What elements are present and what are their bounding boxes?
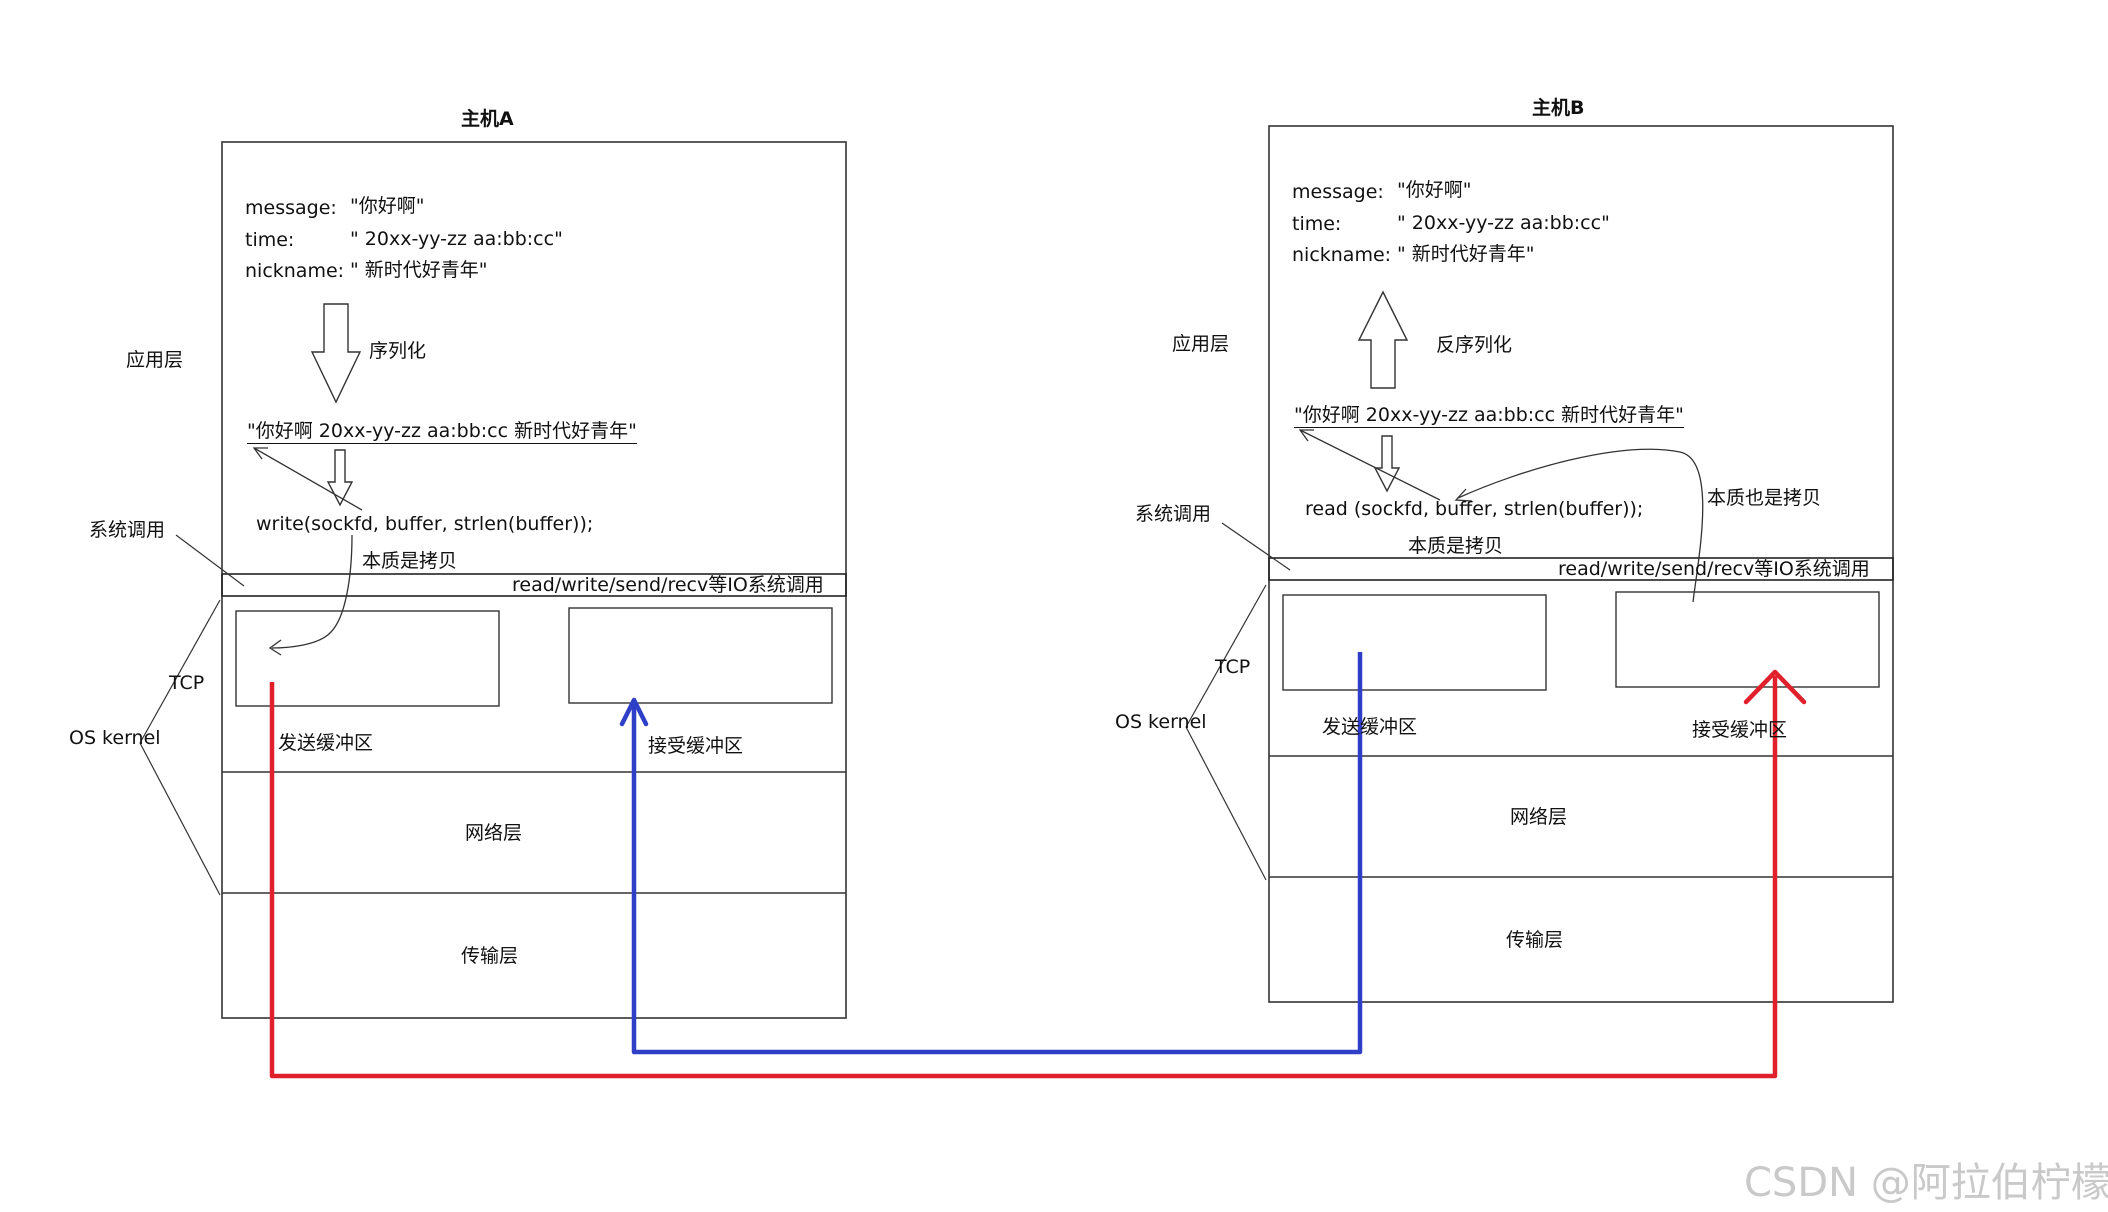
- host-a-kernel-bracket-top: [139, 599, 221, 744]
- host-a-message-value: "你好啊": [350, 195, 425, 217]
- host-a-send-buffer-box: [235, 610, 500, 707]
- host-a-recv-buffer-box: [568, 607, 833, 704]
- host-b-time-value: " 20xx-yy-zz aa:bb:cc": [1397, 212, 1610, 234]
- host-a-message-key: message:: [245, 197, 337, 219]
- host-b-transport-layer: 传输层: [1506, 929, 1564, 951]
- host-a-side-os-kernel: OS kernel: [69, 727, 161, 749]
- host-b-deserialize-arrow: [1357, 290, 1409, 389]
- flow-path-b-to-a: [631, 652, 1363, 1055]
- host-a-title: 主机A: [461, 108, 514, 130]
- flow-path-b-to-a-arrowhead: [619, 697, 649, 727]
- host-a-write-call: write(sockfd, buffer, strlen(buffer));: [256, 513, 594, 535]
- host-a-side-tcp: TCP: [169, 672, 205, 694]
- host-a-kernel-bracket-bottom: [139, 742, 221, 896]
- host-b-syscall-bar-label: read/write/send/recv等IO系统调用: [1558, 558, 1870, 580]
- host-a-small-down-arrow: [326, 449, 354, 507]
- host-b-syscall-pointer: [1221, 522, 1291, 571]
- host-a-recv-buffer-label: 接受缓冲区: [648, 735, 744, 757]
- host-a-copy-note: 本质是拷贝: [362, 550, 458, 572]
- host-a-nickname-key: nickname:: [245, 260, 345, 282]
- host-b-side-syscall: 系统调用: [1135, 503, 1212, 525]
- host-a-syscall-pointer: [175, 534, 245, 587]
- host-b-read-call: read (sockfd, buffer, strlen(buffer));: [1305, 498, 1644, 520]
- host-b-time-key: time:: [1292, 213, 1342, 235]
- host-a-serialize-label: 序列化: [369, 340, 427, 362]
- host-b-read-diagonal: [1299, 429, 1441, 501]
- host-a-copy-curve-head: [268, 639, 282, 656]
- host-b-recv-buffer-label: 接受缓冲区: [1692, 719, 1788, 741]
- host-a-copy-curve: [271, 534, 353, 649]
- host-b-nickname-key: nickname:: [1292, 244, 1392, 266]
- host-b-syscall-bar: [1268, 557, 1894, 581]
- host-b-recv-buffer-box: [1615, 591, 1880, 688]
- host-a-nickname-value: " 新时代好青年": [350, 259, 488, 281]
- flow-path-a-to-b-arrowhead: [1743, 669, 1807, 705]
- host-b-title: 主机B: [1532, 97, 1585, 119]
- host-a-side-syscall: 系统调用: [89, 519, 166, 541]
- host-b-copy-curve-head: [1454, 488, 1473, 502]
- host-a-syscall-bar: [221, 573, 847, 597]
- host-a-side-app-layer: 应用层: [126, 349, 184, 371]
- host-b-copy-curve: [1457, 448, 1704, 603]
- host-b-small-down-arrow: [1373, 435, 1401, 493]
- host-b-network-layer: 网络层: [1510, 806, 1568, 828]
- watermark-text: CSDN @阿拉伯柠檬: [1744, 1160, 2108, 1206]
- host-b-message-value: "你好啊": [1397, 179, 1472, 201]
- host-b-side-app-layer: 应用层: [1172, 333, 1230, 355]
- host-a-serialize-arrow: [310, 303, 362, 404]
- host-a-syscall-bar-label: read/write/send/recv等IO系统调用: [512, 574, 824, 596]
- host-a-write-diagonal-head: [252, 447, 268, 460]
- flow-path-a-to-b: [269, 676, 1778, 1079]
- host-b-copy-note: 本质是拷贝: [1408, 535, 1504, 557]
- host-a-time-key: time:: [245, 229, 295, 251]
- host-b-read-diagonal-head: [1298, 429, 1314, 442]
- host-b-serialized-string: "你好啊 20xx-yy-zz aa:bb:cc 新时代好青年": [1294, 404, 1684, 428]
- host-b-message-key: message:: [1292, 181, 1384, 203]
- host-b-copy-note-2: 本质也是拷贝: [1707, 487, 1822, 509]
- host-b-side-os-kernel: OS kernel: [1115, 711, 1207, 733]
- host-a-serialized-string: "你好啊 20xx-yy-zz aa:bb:cc 新时代好青年": [247, 420, 637, 444]
- host-b-kernel-bracket-top: [1185, 584, 1267, 728]
- host-b-send-buffer-label: 发送缓冲区: [1322, 716, 1418, 738]
- host-b-deserialize-label: 反序列化: [1436, 334, 1513, 356]
- host-a-network-layer: 网络层: [465, 822, 523, 844]
- host-a-time-value: " 20xx-yy-zz aa:bb:cc": [350, 228, 563, 250]
- host-b-nickname-value: " 新时代好青年": [1397, 243, 1535, 265]
- host-b-side-tcp: TCP: [1215, 656, 1251, 678]
- host-a-transport-layer: 传输层: [461, 945, 519, 967]
- host-b-send-buffer-box: [1282, 594, 1547, 691]
- host-a-write-diagonal: [253, 447, 363, 511]
- host-b-kernel-bracket-bottom: [1185, 726, 1267, 881]
- host-a-send-buffer-label: 发送缓冲区: [278, 732, 374, 754]
